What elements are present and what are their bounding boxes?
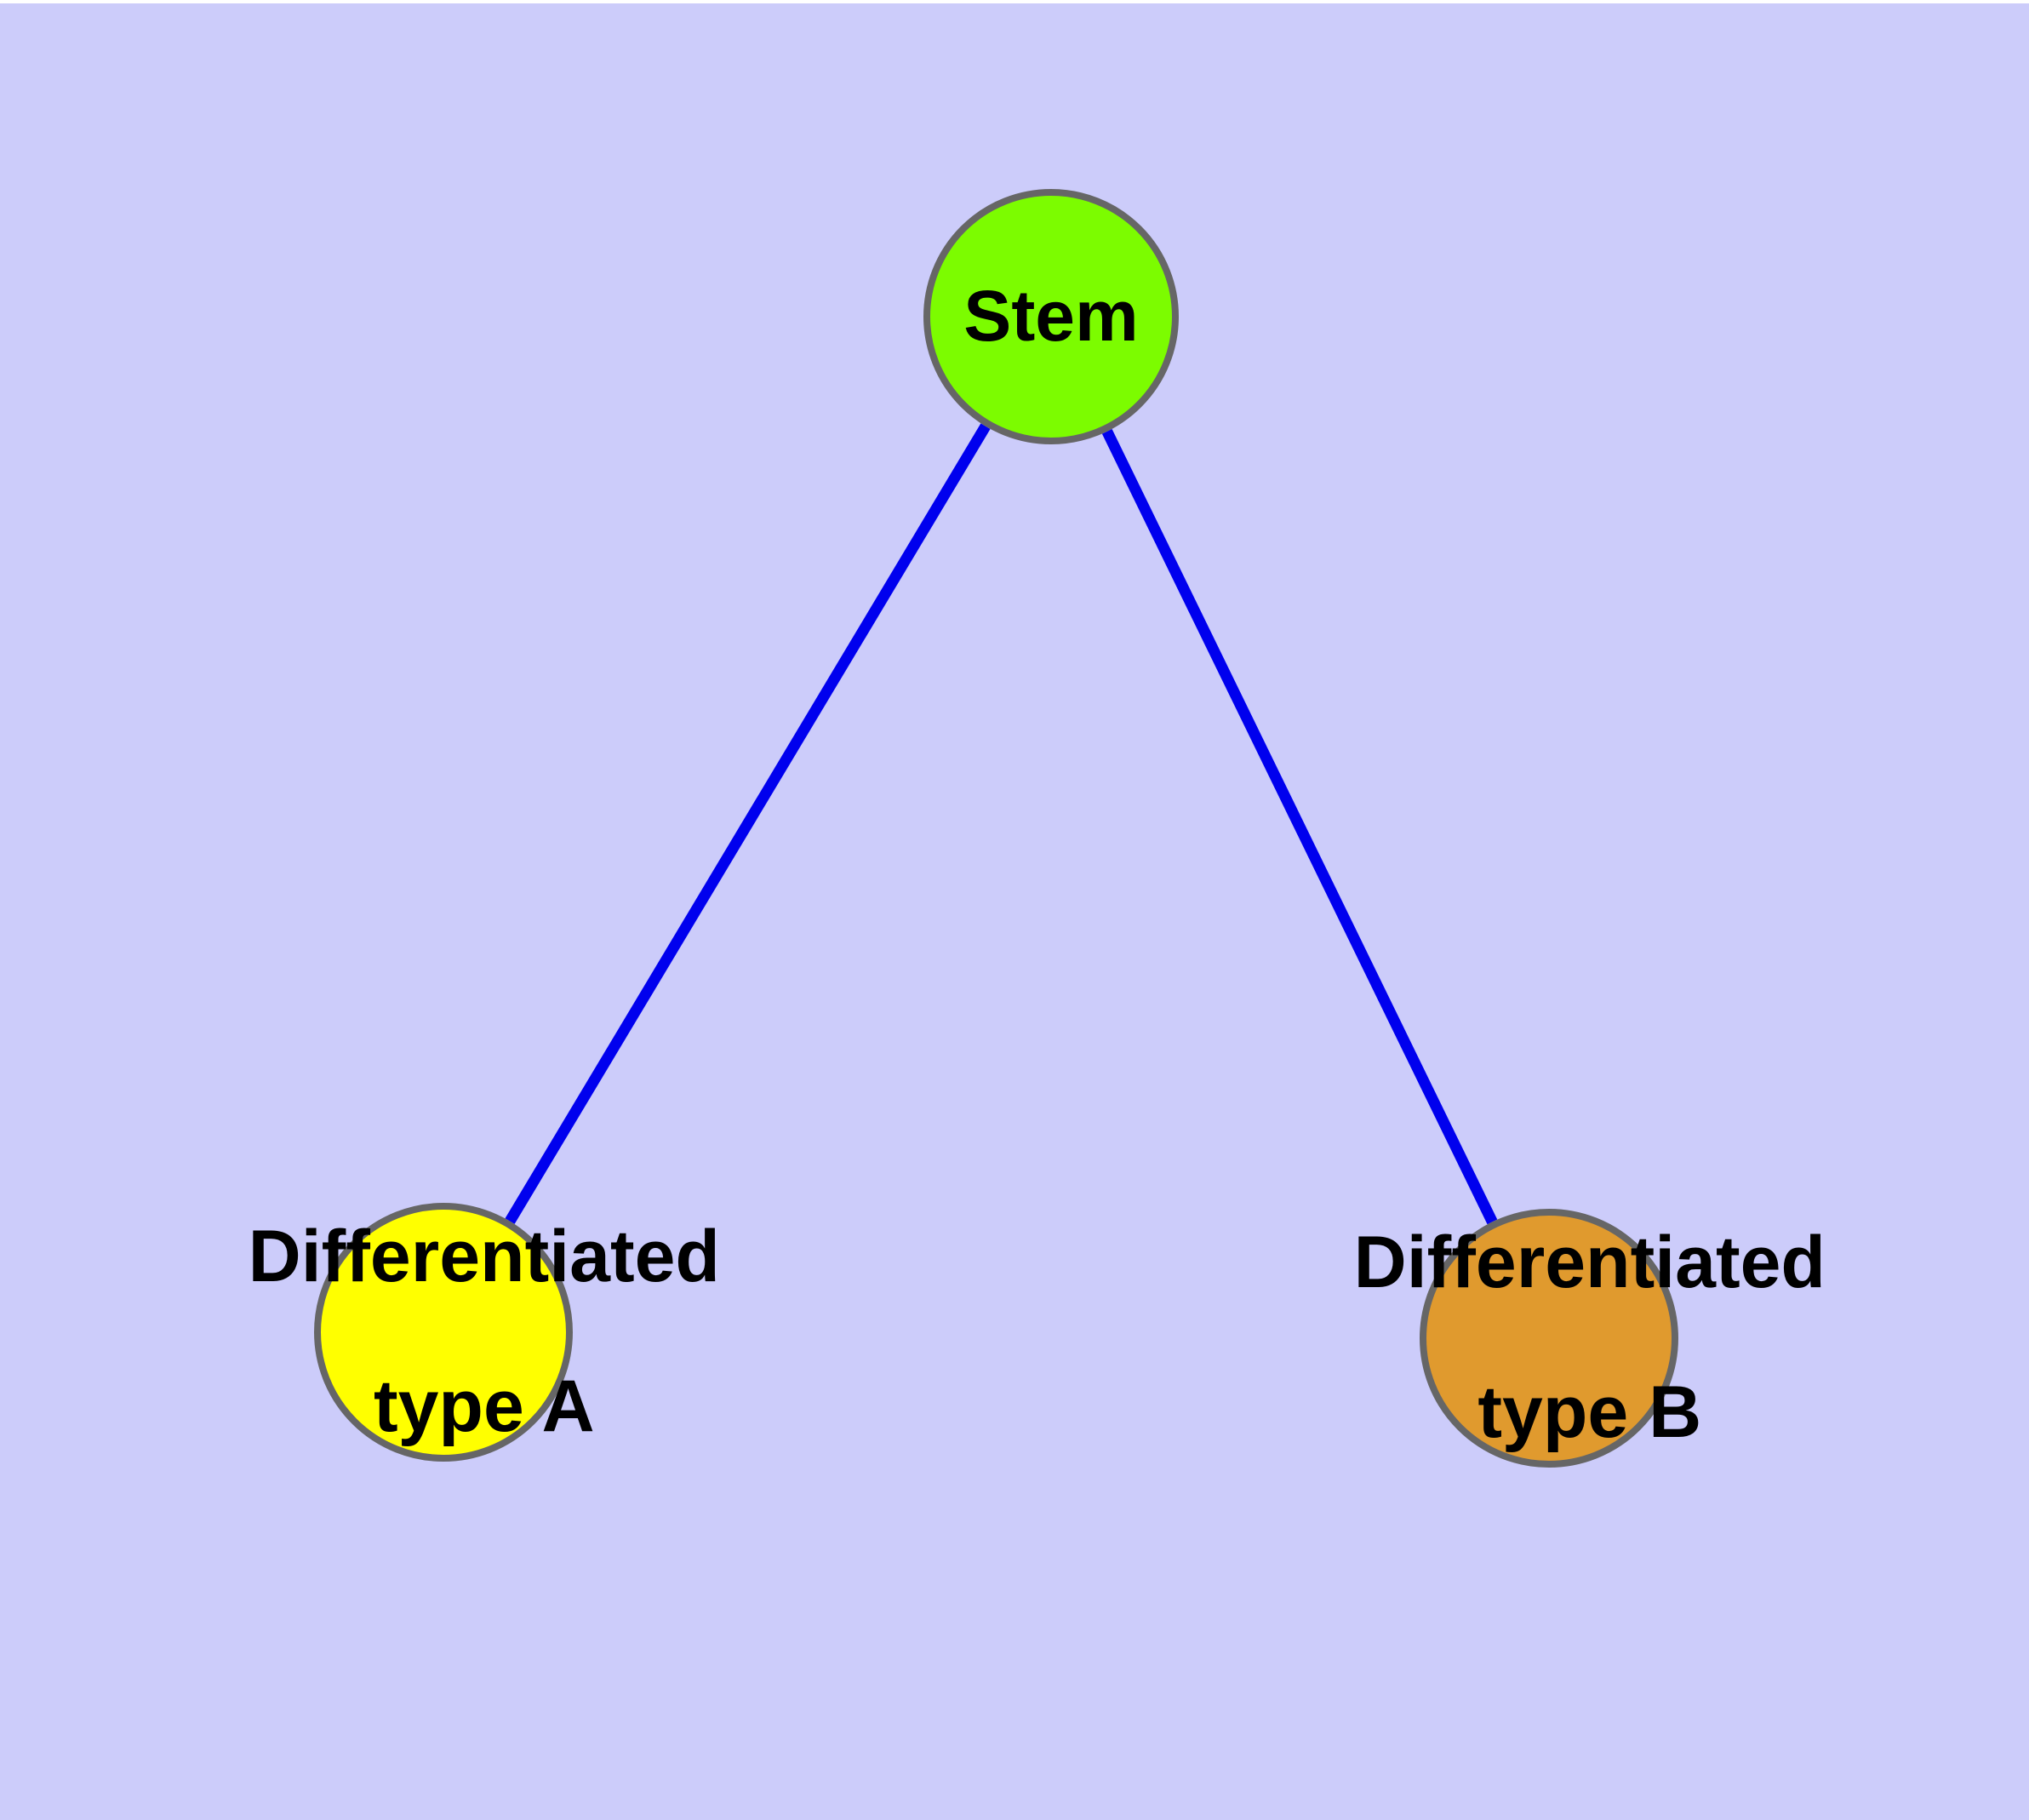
node-differentiated-type-b[interactable] [1420,1209,1678,1468]
node-differentiated-type-a[interactable] [314,1203,573,1462]
node-stem[interactable] [923,189,1179,444]
edge-layer [505,423,1498,1225]
edge-stem-to-differentiated-type-b[interactable] [1101,428,1498,1225]
edge-stem-to-differentiated-type-a[interactable] [505,423,991,1224]
node-layer [314,189,1678,1468]
